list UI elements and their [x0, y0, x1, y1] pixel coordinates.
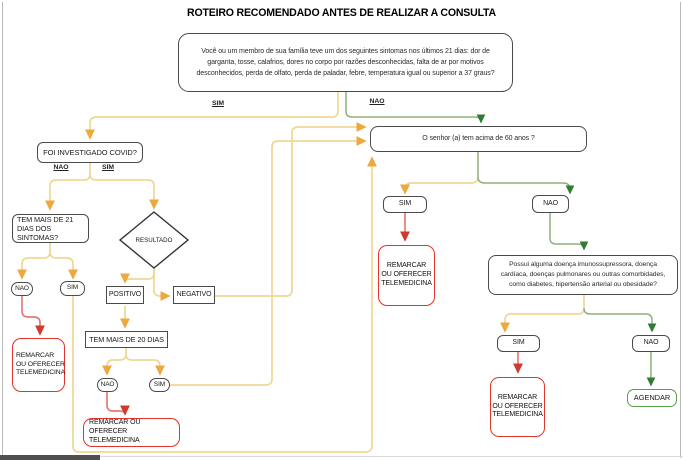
reschedule-left-text: REMARCAR OU OFERECER TELEMEDICINA — [16, 352, 66, 377]
connector-nao21-to-reschedule — [21, 296, 45, 336]
connector-sim-main-to-covid — [85, 92, 339, 140]
nao-age-box[interactable]: NAO — [532, 195, 569, 213]
sim-comorbidity-text: SIM — [512, 339, 525, 347]
more-than-20-days-text: TEM MAIS DE 20 DIAS — [89, 334, 164, 344]
connector-age-nao — [477, 152, 575, 195]
edge-label-sim-main: SIM — [211, 100, 225, 107]
more-than-21-days-box[interactable]: TEM MAIS DE 21 DIAS DOS SINTOMAS? — [12, 214, 89, 243]
connector-age-sim — [400, 176, 479, 195]
connector-result-negativo — [153, 268, 171, 301]
nao-21days-text: NAO — [15, 284, 29, 292]
connector-comorbidity-nao — [583, 307, 657, 333]
covid-investigated-box[interactable]: FOI INVESTIGADO COVID? — [37, 142, 143, 163]
connector-21days-sim — [49, 251, 78, 280]
canvas-right-border — [680, 2, 681, 458]
connector-comorbidity-sim — [500, 295, 585, 333]
connector-nao-to-comorbidity — [549, 213, 589, 251]
age-question-text: O senhor (a) tem acima de 60 anos ? — [422, 134, 535, 142]
bottom-edge-bar — [0, 455, 100, 460]
result-diamond-shape[interactable] — [118, 211, 190, 269]
connector-sim21-loop-to-age — [72, 156, 377, 453]
sim-age-box[interactable]: SIM — [383, 196, 427, 213]
positivo-box[interactable]: POSITIVO — [106, 286, 144, 304]
reschedule-left-box[interactable]: REMARCAR OU OFERECER TELEMEDICINA — [12, 338, 65, 392]
symptoms-question-text: Você ou um membro de sua família teve um… — [196, 47, 495, 78]
edge-label-nao-main: NAO — [369, 98, 385, 105]
agendar-box[interactable]: AGENDAR — [627, 389, 677, 407]
negativo-box[interactable]: NEGATIVO — [173, 286, 215, 304]
reschedule-bottom-box[interactable]: REMARCAR OU OFERECER TELEMEDICINA — [83, 418, 180, 447]
nao-21days-box[interactable]: NAO — [11, 282, 33, 296]
sim-comorbidity-box[interactable]: SIM — [497, 335, 540, 352]
connector-covid-sim-to-result — [89, 173, 159, 210]
reschedule-age-text: REMARCAR OU OFERECER TELEMEDICINA — [381, 262, 432, 287]
result-text: RESULTADO — [135, 236, 173, 244]
canvas-bottom-border — [100, 456, 683, 457]
connector-20days-sim — [125, 353, 165, 376]
reschedule-comorbidity-text: REMARCAR OU OFERECER TELEMEDICINA — [492, 393, 543, 419]
sim-20days-text: SIM — [153, 380, 166, 388]
connector-21days-nao — [17, 243, 51, 280]
symptoms-question-box[interactable]: Você ou um membro de sua família teve um… — [178, 33, 513, 92]
connector-negativo-to-age — [215, 122, 367, 297]
canvas-left-border — [2, 2, 3, 460]
reschedule-comorbidity-box[interactable]: REMARCAR OU OFERECER TELEMEDICINA — [490, 377, 545, 437]
nao-comorbidity-text: NAO — [643, 339, 659, 347]
connector-sim20-to-age — [170, 136, 367, 386]
page-title: ROTEIRO RECOMENDADO ANTES DE REALIZAR A … — [187, 7, 496, 19]
more-than-20-days-box[interactable]: TEM MAIS DE 20 DIAS — [85, 331, 168, 348]
connector-20days-nao — [102, 348, 127, 376]
negativo-text: NEGATIVO — [176, 290, 212, 298]
sim-age-text: SIM — [398, 200, 412, 208]
agendar-text: AGENDAR — [633, 393, 671, 403]
connector-nao20-to-reschedule — [106, 392, 130, 416]
reschedule-age-box[interactable]: REMARCAR OU OFERECER TELEMEDICINA — [378, 245, 435, 306]
comorbidity-question-text: Possui alguma doença imunossupressora, d… — [500, 260, 666, 289]
result-diamond-label: RESULTADO — [120, 212, 188, 268]
sim-21days-box[interactable]: SIM — [60, 281, 85, 296]
nao-20days-text: NAO — [100, 380, 115, 388]
nao-age-text: NAO — [543, 199, 558, 207]
reschedule-bottom-text: REMARCAR OU OFERECER TELEMEDICINA — [89, 419, 141, 444]
connector-nao-main-to-age — [345, 92, 486, 124]
covid-investigated-text: FOI INVESTIGADO COVID? — [43, 147, 137, 157]
positivo-text: POSITIVO — [108, 290, 142, 298]
more-than-21-days-text: TEM MAIS DE 21 DIAS DOS SINTOMAS? — [17, 214, 74, 243]
age-question-box[interactable]: O senhor (a) tem acima de 60 anos ? — [370, 126, 587, 152]
sim-21days-text: SIM — [66, 284, 79, 292]
nao-comorbidity-box[interactable]: NAO — [632, 335, 670, 352]
edge-label-sim-covid: SIM — [101, 164, 115, 171]
nao-20days-box[interactable]: NAO — [97, 378, 118, 392]
comorbidity-question-box[interactable]: Possui alguma doença imunossupressora, d… — [488, 255, 678, 295]
connector-result-positivo — [120, 268, 155, 284]
sim-20days-box[interactable]: SIM — [149, 378, 170, 392]
edge-label-nao-covid: NAO — [53, 164, 69, 171]
